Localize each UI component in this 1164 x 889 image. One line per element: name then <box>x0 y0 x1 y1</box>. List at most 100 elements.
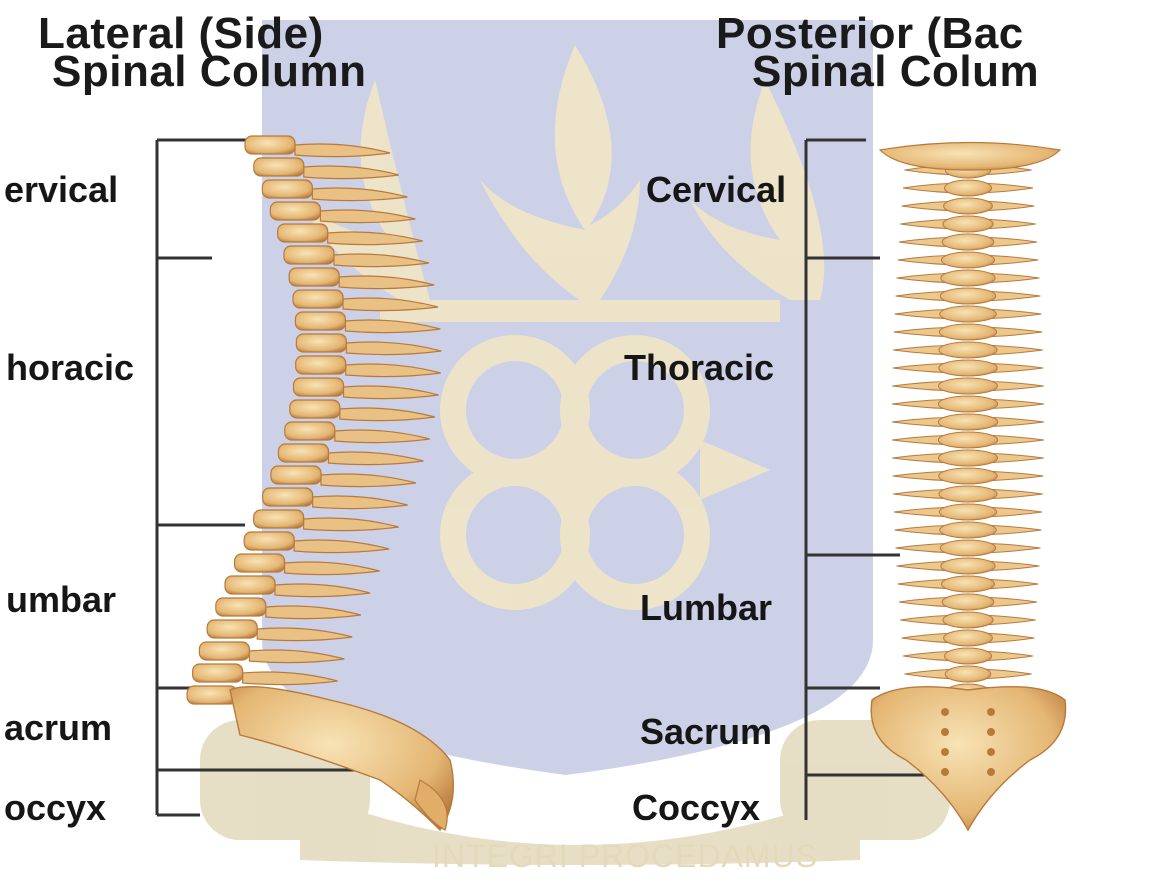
lateral-process <box>285 562 380 575</box>
posterior-vertebra <box>941 252 994 268</box>
lateral-vertebra <box>270 202 320 220</box>
posterior-atlas <box>880 143 1060 171</box>
lateral-process <box>335 430 430 443</box>
lateral-process <box>304 166 399 179</box>
lateral-vertebra <box>271 466 321 484</box>
lateral-process <box>249 650 344 663</box>
lateral-process <box>344 386 439 399</box>
posterior-vertebra <box>944 630 993 646</box>
lateral-process <box>320 210 415 223</box>
lateral-vertebra <box>290 400 340 418</box>
posterior-vertebra <box>938 414 997 430</box>
lateral-process <box>295 144 390 157</box>
posterior-vertebra <box>938 432 997 448</box>
lateral-vertebra <box>293 290 343 308</box>
lateral-vertebra <box>244 532 294 550</box>
lateral-process <box>340 408 435 421</box>
lateral-label-coccyx: occyx <box>4 790 106 826</box>
lateral-vertebra <box>278 444 328 462</box>
lateral-vertebra <box>296 334 346 352</box>
posterior-vertebra <box>943 612 993 628</box>
lateral-vertebra <box>284 246 334 264</box>
lateral-vertebra <box>289 268 339 286</box>
posterior-label-thoracic: Thoracic <box>624 350 774 386</box>
lateral-vertebra <box>296 356 346 374</box>
lateral-process <box>328 452 423 465</box>
sacral-foramen <box>941 708 949 716</box>
lateral-process <box>304 518 399 531</box>
posterior-vertebra <box>941 270 995 286</box>
posterior-vertebra <box>938 378 997 394</box>
lateral-vertebra <box>285 422 335 440</box>
lateral-vertebra <box>193 664 243 682</box>
lateral-vertebra <box>187 686 237 704</box>
lateral-vertebra <box>278 224 328 242</box>
posterior-vertebra <box>940 306 996 322</box>
lateral-process <box>346 342 441 355</box>
posterior-vertebra <box>940 540 995 556</box>
posterior-vertebra <box>941 576 994 592</box>
lateral-process <box>334 254 429 267</box>
posterior-vertebra <box>941 558 995 574</box>
lateral-vertebra <box>254 158 304 176</box>
lateral-vertebra <box>263 488 313 506</box>
sacral-foramen <box>987 728 995 736</box>
posterior-vertebra <box>942 594 994 610</box>
posterior-label-sacrum: Sacrum <box>640 714 772 750</box>
lateral-process <box>243 672 338 685</box>
sacral-foramen <box>941 728 949 736</box>
lateral-vertebra <box>294 378 344 396</box>
posterior-vertebra <box>942 234 994 250</box>
sacral-foramen <box>987 768 995 776</box>
lateral-process <box>346 364 441 377</box>
posterior-label-lumbar: Lumbar <box>640 590 772 626</box>
posterior-vertebra <box>944 180 991 196</box>
lateral-process <box>328 232 423 245</box>
posterior-label-coccyx: Coccyx <box>632 790 760 826</box>
lateral-process <box>339 276 434 289</box>
lateral-vertebra <box>207 620 257 638</box>
lateral-label-thoracic: horacic <box>6 350 134 386</box>
lateral-label-cervical: ervical <box>4 172 118 208</box>
posterior-vertebra <box>944 648 991 664</box>
lateral-process <box>313 496 408 509</box>
lateral-process <box>321 474 416 487</box>
posterior-label-cervical: Cervical <box>646 172 786 208</box>
lateral-sacrum <box>230 687 453 830</box>
lateral-process <box>343 298 438 311</box>
posterior-vertebra <box>938 450 997 466</box>
lateral-spine <box>187 136 453 830</box>
lateral-process <box>345 320 440 333</box>
posterior-vertebra <box>938 396 997 412</box>
lateral-vertebra <box>245 136 295 154</box>
lateral-vertebra <box>235 554 285 572</box>
sacral-foramen <box>987 708 995 716</box>
lateral-vertebra <box>295 312 345 330</box>
posterior-vertebra <box>944 198 993 214</box>
lateral-vertebra <box>254 510 304 528</box>
posterior-vertebra <box>940 288 995 304</box>
posterior-vertebra <box>943 216 993 232</box>
posterior-vertebra <box>939 468 998 484</box>
lateral-process <box>275 584 370 597</box>
sacral-foramen <box>941 768 949 776</box>
lateral-process <box>257 628 352 641</box>
sacral-foramen <box>987 748 995 756</box>
lateral-vertebra <box>262 180 312 198</box>
posterior-spine <box>871 143 1065 831</box>
posterior-vertebra <box>939 486 997 502</box>
sacral-foramen <box>941 748 949 756</box>
lateral-vertebra <box>216 598 266 616</box>
lateral-vertebra <box>199 642 249 660</box>
posterior-vertebra <box>939 360 998 376</box>
lateral-process <box>294 540 389 553</box>
posterior-vertebra <box>945 666 991 682</box>
posterior-vertebra <box>939 342 997 358</box>
posterior-vertebra <box>939 504 996 520</box>
lateral-process <box>266 606 361 619</box>
lateral-process <box>312 188 407 201</box>
lateral-label-lumbar: umbar <box>6 582 116 618</box>
lateral-label-sacrum: acrum <box>4 710 112 746</box>
